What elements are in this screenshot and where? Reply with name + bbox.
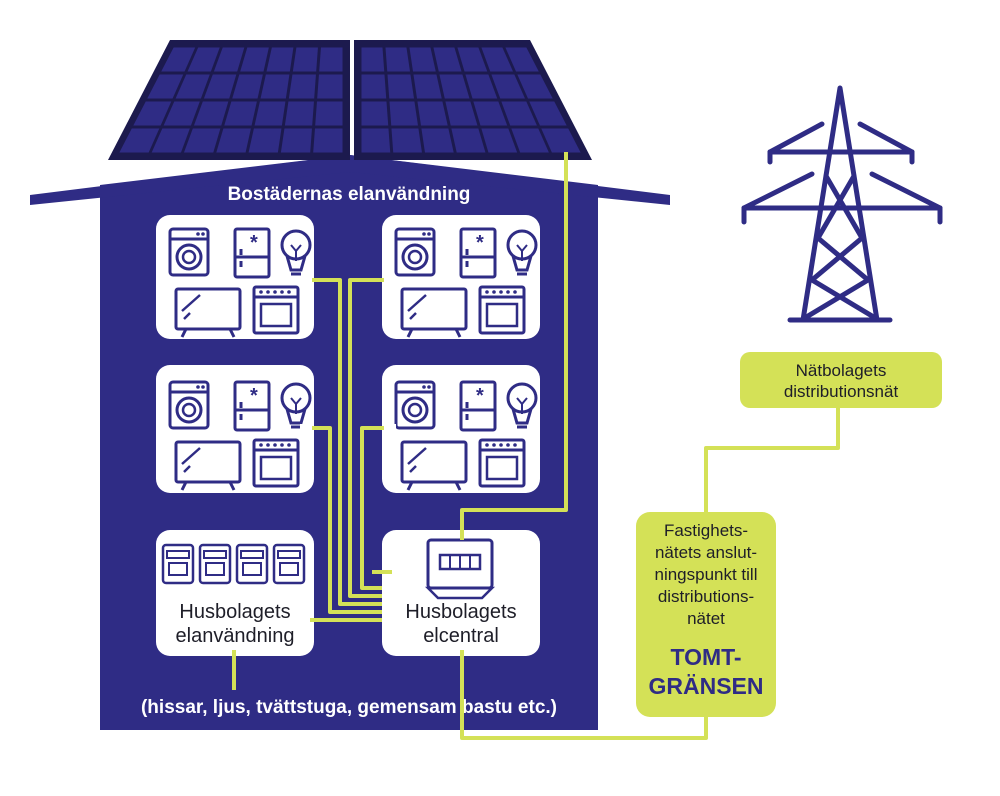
solar-cell [254,101,286,126]
house-eaves [30,155,670,205]
property-boundary-line2: GRÄNSEN [648,673,763,699]
solar-cell [517,74,553,99]
solar-cell [213,47,245,72]
grid-operator-line1: Nätbolagets [796,361,887,380]
property-boundary-box: Fastighets- nätets anslut- ningspunkt ti… [636,512,776,717]
solar-cell [240,47,269,72]
solar-cell [260,74,290,99]
solar-cell [501,101,537,126]
transmission-tower-icon [741,85,943,323]
solar-cell [491,74,525,99]
solar-cell [413,74,442,99]
solar-cell [232,74,263,99]
solar-cell [216,128,251,153]
connection-point-line3: ningspunkt till [654,565,757,584]
solar-cell [203,74,237,99]
solar-cell [161,47,196,72]
association-usage-box: Husbolagets elanvändning [156,530,314,656]
solar-cell [433,47,462,72]
solar-cell [529,101,567,126]
connection-point-line5: nätet [687,609,725,628]
solar-cell [409,47,436,72]
solar-cell [439,74,470,99]
connection-point-line2: nätets anslut- [655,543,757,562]
solar-cell [292,47,318,72]
solar-cell [421,128,454,153]
wire-apt-top-left [300,278,382,606]
wire-to-grid [704,404,840,518]
grid-operator-line2: distributionsnät [784,382,899,401]
wire-solar [460,152,568,540]
solar-cell [465,74,498,99]
solar-cell [541,128,581,153]
solar-cell [361,128,391,153]
solar-cell [361,47,385,72]
solar-cell [183,128,221,153]
solar-cell [187,47,220,72]
wire-apt-bottom-left [300,426,382,614]
solar-cell [284,101,314,126]
house-base [100,688,598,724]
association-usage-line2: elanvändning [176,625,295,647]
solar-cell [175,74,210,99]
solar-cell [457,47,488,72]
common-area-note: (hissar, ljus, tvättstuga, gemensam bast… [141,697,557,718]
association-usage-line1: Husbolagets [179,601,290,623]
solar-cell [361,74,387,99]
apartment-bottom-left [156,365,314,493]
solar-cell [451,128,486,153]
solar-cell [163,101,200,126]
solar-cell [445,101,478,126]
solar-cell [313,128,343,153]
wire-apt-top-right [348,278,396,598]
wire-apt-bottom-right [360,426,396,590]
solar-panel-cells [119,47,581,153]
central-panel-line1: Husbolagets [405,601,516,623]
solar-cell [361,101,389,126]
solar-cell [385,47,411,72]
wires [232,152,840,740]
solar-cell [319,47,343,72]
solar-cell [224,101,257,126]
wire-terminals [300,276,396,432]
connection-point-line4: distributions- [658,587,754,606]
connection-point-line1: Fastighets- [664,521,748,540]
solar-cell [288,74,316,99]
solar-cell [315,101,343,126]
residents-usage-title: Bostädernas elanvändning [228,184,471,205]
solar-cell [387,74,414,99]
central-panel-line2: elcentral [423,625,499,647]
central-panel-box: Husbolagets elcentral [382,530,540,656]
solar-cell [511,128,549,153]
solar-cell [417,101,448,126]
apartment-top-left [156,215,314,339]
solar-cell [481,47,514,72]
solar-cell [133,101,172,126]
apartment-top-right [382,215,540,339]
solar-panels [108,40,592,160]
solar-cell [151,128,190,153]
solar-cell [473,101,508,126]
solar-cell [505,47,539,72]
solar-cell [266,47,294,72]
property-boundary-line1: TOMT- [670,644,741,670]
solar-cell [317,74,343,99]
solar-cell [119,128,160,153]
solar-cell [147,74,184,99]
solar-cell [391,128,422,153]
solar-cell [193,101,229,126]
wire-to-boundary [460,650,708,740]
solar-cell [280,128,312,153]
apartment-bottom-right [382,365,540,493]
grid-operator-box: Nätbolagets distributionsnät [740,352,942,408]
solar-cell [389,101,418,126]
solar-cell [481,128,518,153]
solar-cell [248,128,282,153]
